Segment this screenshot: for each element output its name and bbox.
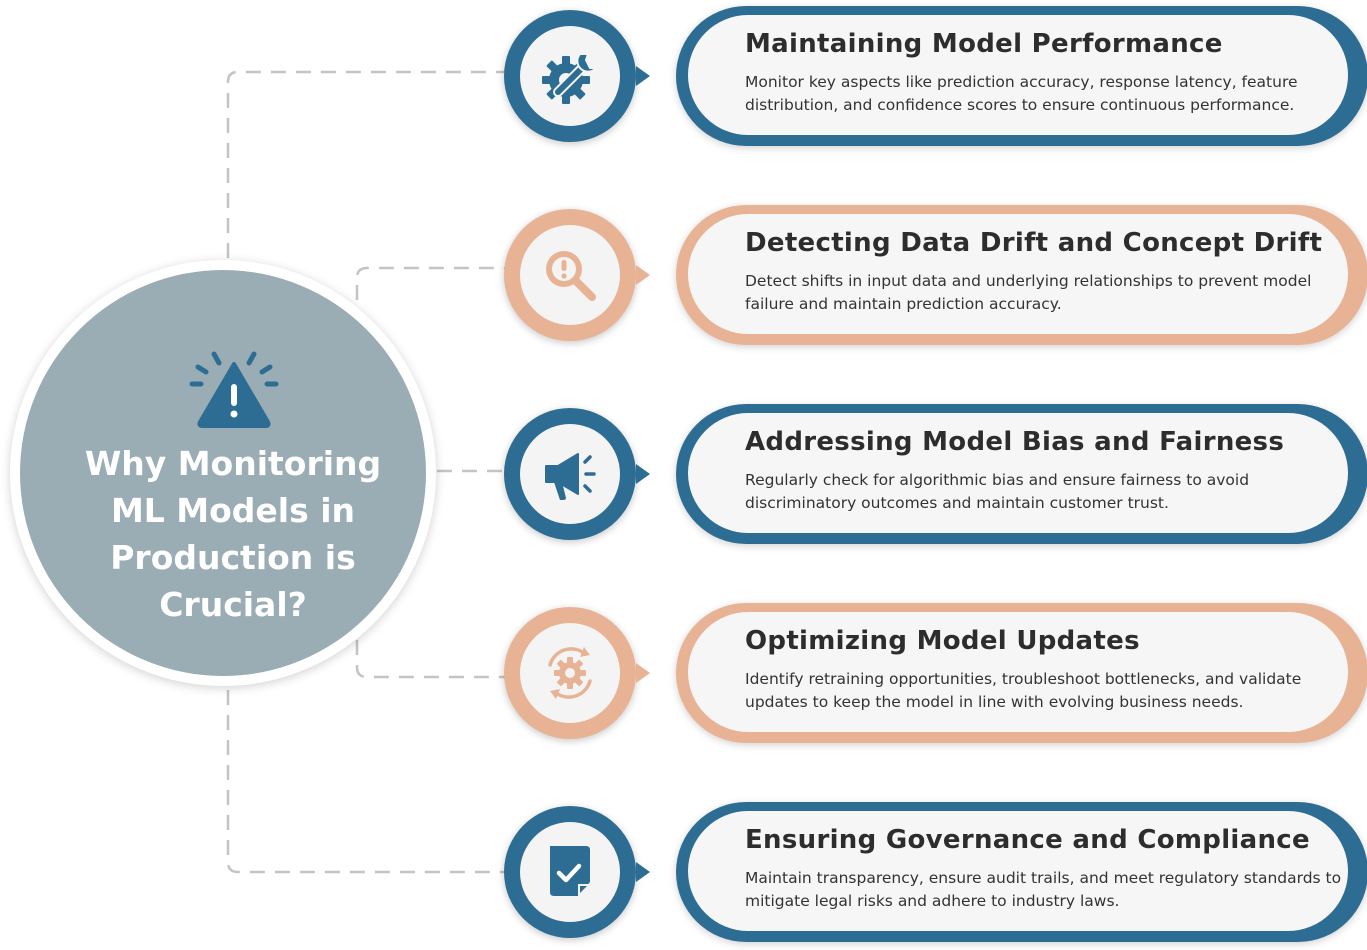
- item-badge: [504, 10, 636, 142]
- item-card: Maintaining Model Performance Monitor ke…: [676, 6, 1367, 146]
- item-badge: [504, 209, 636, 341]
- item-card: Addressing Model Bias and Fairness Regul…: [676, 404, 1367, 544]
- item-badge: [504, 408, 636, 540]
- connector-line-4: [355, 640, 505, 679]
- central-hub: Why Monitoring ML Models in Production i…: [10, 260, 436, 686]
- item-description: Identify retraining opportunities, troub…: [745, 670, 1302, 711]
- item-description: Regularly check for algorithmic bias and…: [745, 471, 1250, 512]
- item-governance-compliance: Ensuring Governance and Compliance Maint…: [0, 799, 1367, 942]
- badge-pointer: [636, 464, 650, 484]
- badge-pointer: [636, 265, 650, 285]
- item-card: Detecting Data Drift and Concept Drift D…: [676, 205, 1367, 345]
- item-description: Monitor key aspects like prediction accu…: [745, 73, 1298, 114]
- document-check-icon: [550, 846, 590, 896]
- item-title: Ensuring Governance and Compliance: [745, 825, 1310, 855]
- item-model-updates: Optimizing Model Updates Identify retrai…: [0, 600, 1367, 743]
- item-card: Ensuring Governance and Compliance Maint…: [676, 802, 1367, 942]
- warning-alert-icon: [189, 351, 279, 428]
- item-badge: [504, 607, 636, 739]
- connector-line-5: [226, 690, 505, 874]
- magnifier-alert-icon: [546, 251, 596, 301]
- item-description: Detect shifts in input data and underlyi…: [745, 272, 1312, 313]
- badge-pointer: [636, 66, 650, 86]
- item-title: Detecting Data Drift and Concept Drift: [745, 228, 1323, 258]
- badge-pointer: [636, 862, 650, 882]
- item-title: Addressing Model Bias and Fairness: [745, 427, 1285, 457]
- megaphone-icon: [545, 453, 596, 500]
- connector-line-1: [226, 70, 505, 258]
- gear-cycle-icon: [548, 647, 592, 699]
- item-detecting-drift: Detecting Data Drift and Concept Drift D…: [0, 202, 1367, 345]
- item-card: Optimizing Model Updates Identify retrai…: [676, 603, 1367, 743]
- gear-wrench-icon: [542, 53, 599, 104]
- item-description: Maintain transparency, ensure audit trai…: [745, 869, 1342, 910]
- item-badge: [504, 806, 636, 938]
- item-title: Optimizing Model Updates: [745, 626, 1140, 656]
- item-title: Maintaining Model Performance: [745, 29, 1223, 59]
- item-bias-fairness: Addressing Model Bias and Fairness Regul…: [0, 401, 1367, 544]
- central-hub-circle: Why Monitoring ML Models in Production i…: [20, 270, 426, 676]
- central-hub-title: Why Monitoring ML Models in Production i…: [84, 444, 382, 624]
- item-maintaining-performance: Maintaining Model Performance Monitor ke…: [0, 3, 1367, 146]
- connector-line-2: [355, 266, 505, 300]
- badge-pointer: [636, 663, 650, 683]
